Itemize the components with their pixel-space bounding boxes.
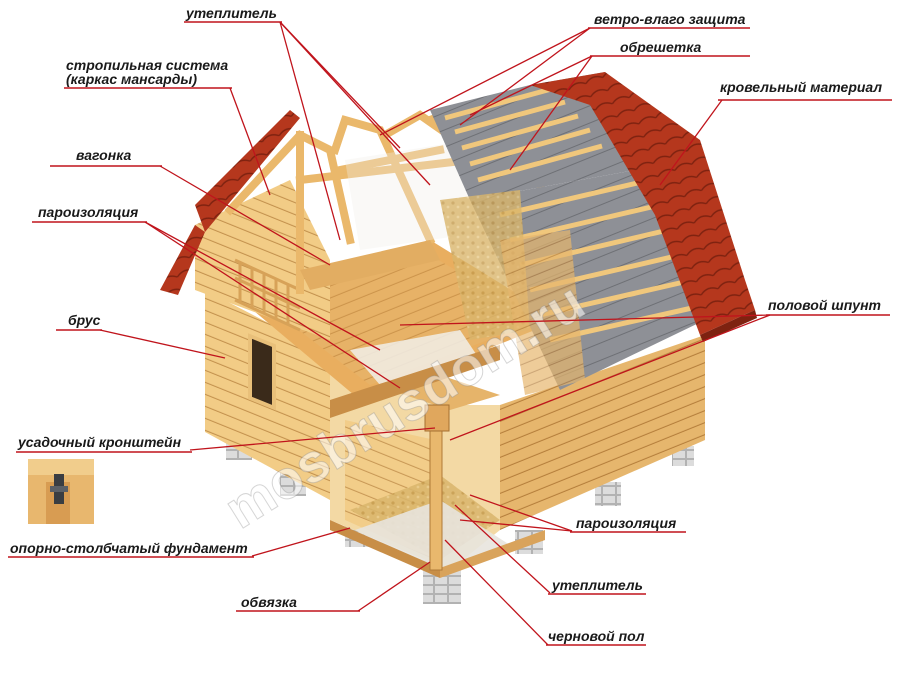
labels: утеплитель ветро-влаго защита стропильна… [8, 5, 892, 646]
label-rafter-system-note: (каркас мансарды) [66, 71, 197, 87]
label-lathing: обрешетка [620, 39, 702, 55]
label-pillar-foundation: опорно-столбчатый фундамент [10, 540, 248, 556]
label-wind-moisture-protection: ветро-влаго защита [594, 11, 746, 27]
label-vapor-barrier-top: пароизоляция [38, 204, 138, 220]
label-vapor-barrier-bottom: пароизоляция [576, 515, 676, 531]
label-tongue-floor: половой шпунт [768, 297, 881, 313]
house-illustration [160, 72, 757, 604]
lathing-boards [444, 85, 693, 343]
label-insulation-top: утеплитель [185, 5, 277, 21]
label-strapping: обвязка [241, 594, 297, 610]
label-shrink-bracket: усадочный кронштейн [17, 434, 182, 450]
right-wall-ground [500, 335, 705, 530]
window [248, 333, 276, 411]
balcony-railing [234, 258, 301, 332]
roof-tiles [530, 72, 755, 335]
label-clapboard: вагонка [76, 147, 131, 163]
label-rafter-system: стропильная система [66, 57, 228, 73]
label-subfloor: черновой пол [548, 628, 645, 644]
roof-left-lower [160, 225, 205, 295]
leader-lines [99, 21, 771, 646]
corner-post [429, 424, 443, 571]
label-roofing-material: кровельный материал [720, 79, 882, 95]
label-beam: брус [68, 312, 101, 328]
label-insulation-bottom: утеплитель [551, 577, 643, 593]
shrink-bracket-inset [28, 459, 94, 524]
